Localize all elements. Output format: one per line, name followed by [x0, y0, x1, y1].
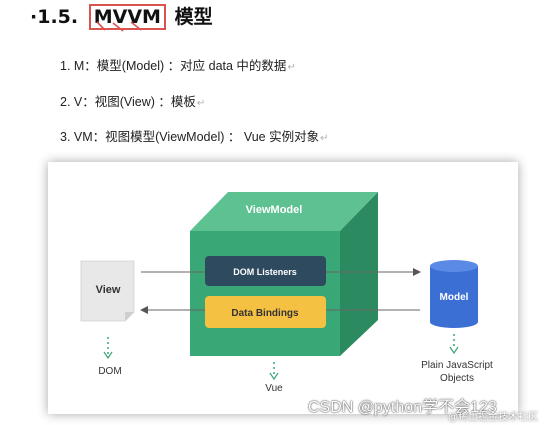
heading-mvvm-text: MVVM [93, 6, 161, 28]
model-sub2-label: Objects [440, 373, 474, 384]
list-item-text: 2. V：视图(View) ：模板 [60, 95, 196, 109]
model-sub1-label: Plain JavaScript [421, 360, 493, 371]
data-bindings-box [205, 296, 326, 328]
juejin-watermark: @稀土掘金技术社区 [448, 412, 539, 423]
list-item-text: 1. M：模型(Model) ：对应 data 中的数据 [60, 59, 287, 73]
red-scribble-annotation [96, 21, 142, 32]
dom-label: DOM [98, 366, 121, 377]
model-label: Model [440, 292, 469, 303]
mvvm-diagram-figure: ViewModel DOM Listeners Data Bindings Vi… [48, 162, 518, 414]
paragraph-mark: ↵ [287, 62, 296, 73]
view-page-fold [125, 312, 134, 321]
model-cylinder-body [430, 266, 478, 322]
list-item-model: 1. M：模型(Model) ：对应 data 中的数据↵ [60, 55, 296, 74]
cube-side-face [340, 192, 378, 356]
model-cylinder-bottom [430, 316, 478, 328]
mvvm-diagram: ViewModel DOM Listeners Data Bindings Vi… [80, 192, 493, 394]
section-heading: ·1.5. MVVM 模型 [30, 2, 213, 32]
cube-front-face [190, 231, 340, 356]
heading-number: ·1.5. [30, 6, 79, 28]
heading-mvvm-highlight: MVVM [88, 4, 166, 32]
model-arrowhead [449, 346, 459, 355]
csdn-watermark: CSDN @python学不会123 [308, 399, 497, 416]
vue-arrowhead [269, 372, 279, 381]
vue-label: Vue [265, 383, 283, 394]
list-item-view: 2. V：视图(View) ：模板↵ [60, 91, 205, 110]
heading-suffix: 模型 [174, 6, 213, 28]
data-bindings-label: Data Bindings [231, 308, 299, 319]
list-item-text: 3. VM：视图模型(ViewModel) ： Vue 实例对象 [60, 130, 320, 144]
viewmodel-label: ViewModel [246, 204, 303, 216]
model-cylinder-top [430, 260, 478, 272]
list-item-viewmodel: 3. VM：视图模型(ViewModel) ： Vue 实例对象↵ [60, 126, 328, 145]
view-dom-arrowhead [103, 351, 113, 360]
dom-listeners-label: DOM Listeners [233, 267, 297, 277]
view-label: View [96, 284, 121, 296]
paragraph-mark: ↵ [196, 98, 206, 109]
dom-listeners-box [205, 256, 326, 286]
paragraph-mark: ↵ [320, 133, 329, 144]
cube-top-face [190, 192, 378, 231]
